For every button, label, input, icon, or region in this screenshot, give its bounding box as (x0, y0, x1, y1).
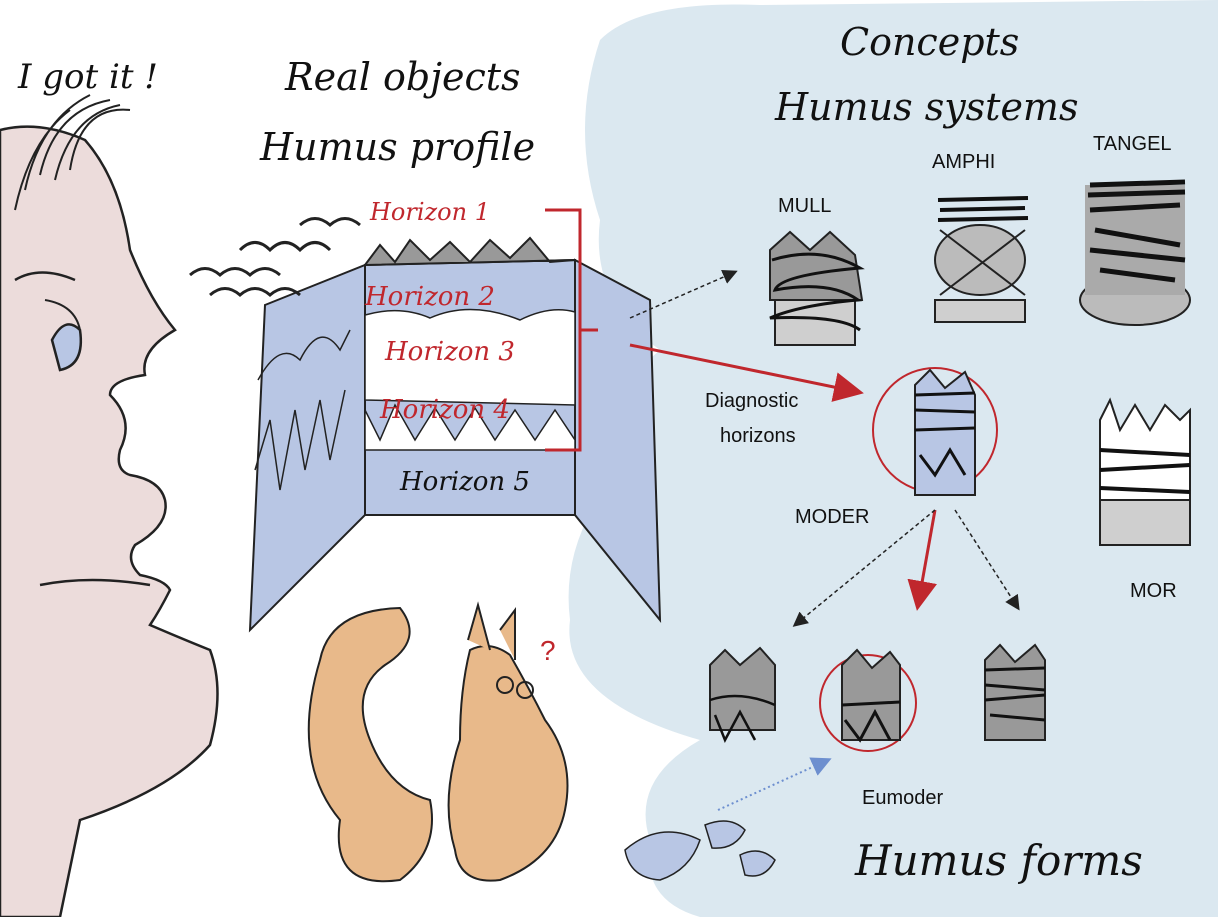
humus-forms-title: Humus forms (854, 836, 1143, 885)
mull-label: MULL (778, 195, 831, 217)
form-left-icon (710, 648, 775, 740)
diagnostic-label-line2: horizons (720, 425, 796, 447)
left-title-line2: Humus profile (259, 125, 535, 169)
creature (309, 605, 568, 881)
left-title-line1: Real objects (284, 55, 521, 99)
tangel-icon (1080, 182, 1190, 325)
amphi-label: AMPHI (932, 151, 995, 173)
mor-label: MOR (1130, 580, 1177, 602)
horizon-1-label: Horizon 1 (369, 198, 490, 226)
mull-icon (770, 232, 862, 345)
horizon-5-label: Horizon 5 (399, 467, 530, 497)
question-mark: ? (540, 635, 556, 666)
horizon-4-label: Horizon 4 (379, 395, 510, 425)
diagnostic-label-line1: Diagnostic (705, 390, 798, 412)
horizon-3-label: Horizon 3 (384, 337, 515, 367)
right-title-line2: Humus systems (774, 85, 1078, 129)
litter-peaks (365, 238, 575, 265)
tangel-label: TANGEL (1093, 133, 1172, 155)
exclamation-text: I got it ! (17, 57, 158, 97)
right-title-line1: Concepts (840, 20, 1019, 64)
eumoder-label: Eumoder (862, 787, 943, 809)
mor-icon (1100, 400, 1190, 545)
profile-left-panel (250, 265, 365, 630)
face-profile (0, 127, 218, 917)
horizon-2-label: Horizon 2 (364, 282, 495, 312)
moder-label: MODER (795, 506, 869, 528)
